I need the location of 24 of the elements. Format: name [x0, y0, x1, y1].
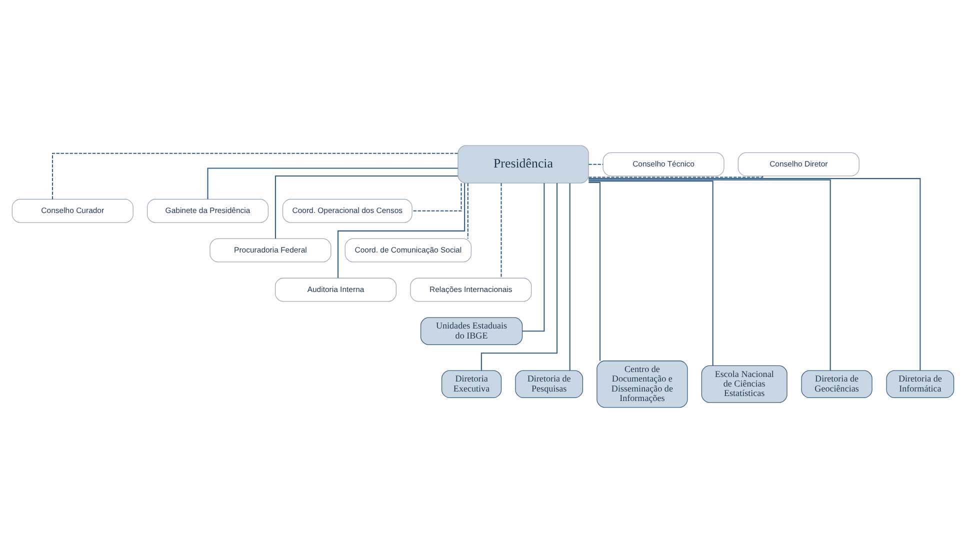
connector — [522, 182, 545, 332]
connector — [412, 182, 462, 211]
connector — [500, 182, 502, 278]
connector — [588, 181, 601, 360]
node-box: Escola Nacional de Ciências Estatísticas — [701, 364, 788, 402]
node-box: Presidência — [458, 144, 589, 183]
node-box: Diretoria de Informática — [886, 370, 954, 398]
node-box: Centro de Documentação e Disseminação de Informações — [596, 360, 688, 408]
connector — [207, 167, 458, 199]
node-box: Unidades Estaduais do IBGE — [420, 316, 523, 345]
connector — [588, 175, 764, 178]
node-box: Diretoria de Geociências — [801, 370, 872, 398]
node-box: Diretoria Executiva — [441, 370, 502, 398]
connector — [588, 163, 604, 164]
connector — [467, 182, 468, 238]
connector — [588, 178, 921, 370]
connector — [480, 182, 558, 370]
connector — [588, 178, 831, 370]
connector — [52, 152, 458, 199]
connector — [588, 180, 714, 366]
connector — [569, 182, 570, 370]
node-box: Diretoria de Pesquisas — [515, 370, 584, 398]
connector — [338, 182, 466, 278]
connector — [274, 174, 458, 238]
